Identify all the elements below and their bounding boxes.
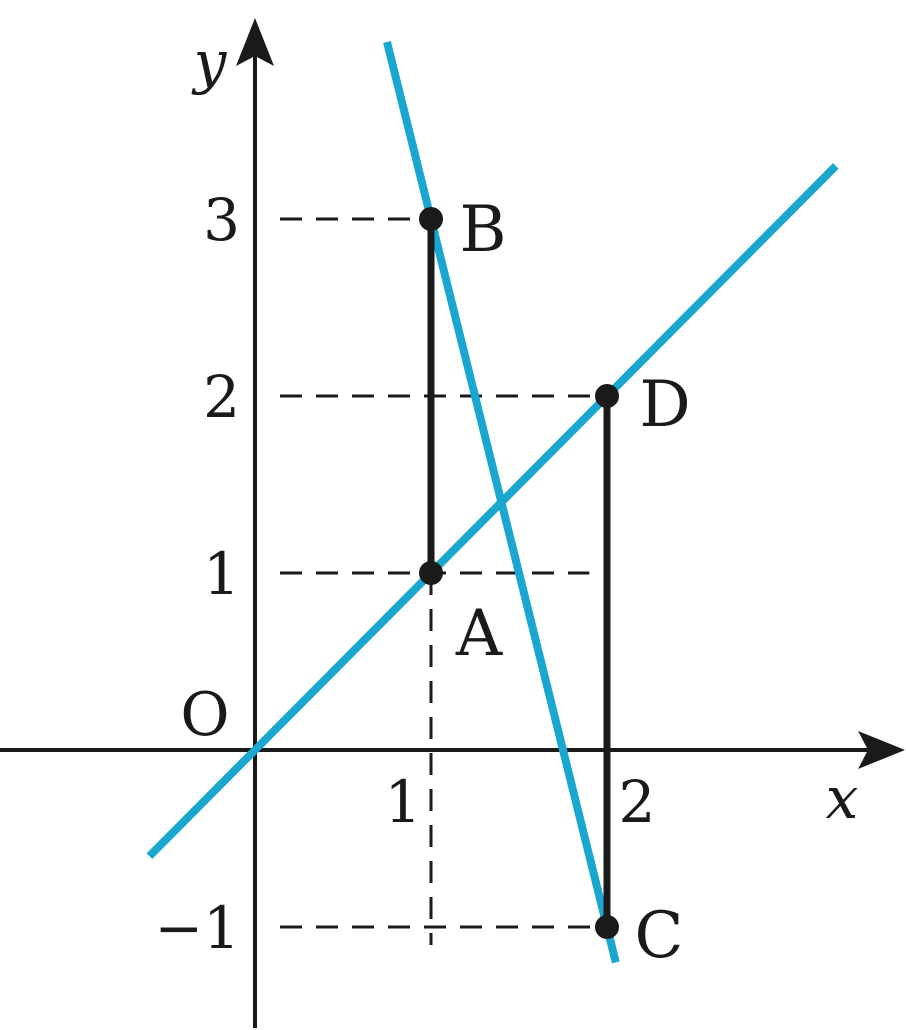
lines-group	[146, 41, 839, 964]
point-A	[419, 561, 443, 585]
x-axis-arrow	[858, 731, 905, 769]
y-tick-3: 3	[203, 186, 240, 254]
line-1	[383, 41, 620, 964]
y-tick-2: 2	[203, 363, 240, 431]
point-D	[595, 384, 619, 408]
point-label-D: D	[639, 368, 690, 442]
x-tick-2: 2	[619, 768, 656, 836]
y-tick-1: 1	[203, 540, 240, 608]
y-tick-labels: 3 2 1 −1	[155, 186, 241, 962]
point-label-A: A	[455, 597, 503, 671]
line-0	[146, 163, 839, 860]
x-axis-label: x	[826, 764, 859, 832]
segments-group	[427, 219, 611, 927]
points-group	[419, 207, 619, 939]
point-B	[419, 207, 443, 231]
origin-label: O	[180, 680, 229, 750]
y-axis-arrow	[236, 18, 274, 66]
point-label-B: B	[459, 193, 506, 267]
point-label-C: C	[635, 899, 684, 973]
point-labels: A B C D	[455, 193, 691, 973]
point-C	[595, 915, 619, 939]
x-tick-1: 1	[385, 768, 422, 836]
y-axis-label: y	[191, 28, 228, 96]
y-tick--1: −1	[155, 894, 241, 962]
dashed-guides	[280, 217, 607, 945]
